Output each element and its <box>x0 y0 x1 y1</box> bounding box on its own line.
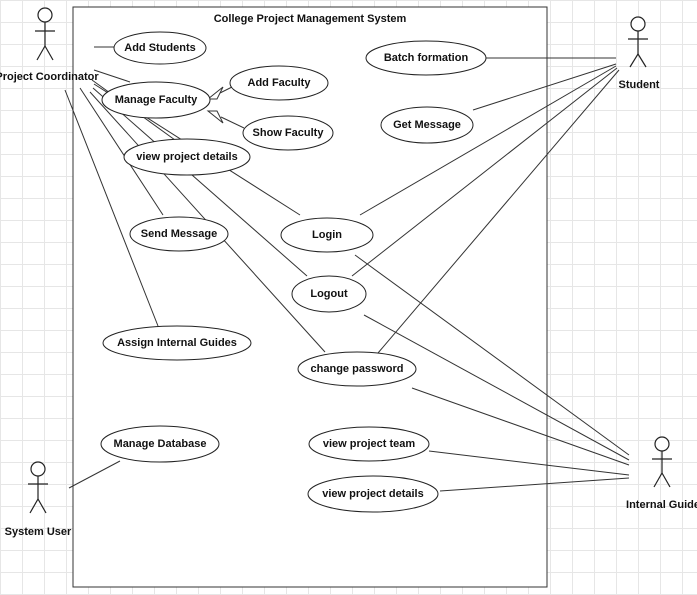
assoc-student-change-password <box>377 69 620 354</box>
use-case-send-message[interactable]: Send Message <box>129 216 229 252</box>
use-case-label: view project team <box>323 438 416 450</box>
use-case-label: Assign Internal Guides <box>117 337 237 349</box>
use-case-label: change password <box>311 363 404 375</box>
use-case-assign-internal-guides[interactable]: Assign Internal Guides <box>102 325 252 361</box>
use-case-manage-database[interactable]: Manage Database <box>100 425 220 463</box>
assoc-student-get-message <box>472 63 617 111</box>
assoc-coordinator-send-message <box>79 87 164 216</box>
assoc-coordinator-assign-guides <box>64 89 159 327</box>
generalizations <box>206 86 245 129</box>
use-case-label: view project details <box>136 151 237 163</box>
use-case-label: Manage Database <box>114 438 207 450</box>
use-case-label: Login <box>312 229 342 241</box>
assoc-guide-login <box>354 254 630 456</box>
association-lines <box>64 46 630 492</box>
actor-label: Internal Guide <box>626 499 697 511</box>
generalization-arrowhead-add <box>206 86 224 100</box>
assoc-coordinator-manage-faculty <box>93 69 131 83</box>
actor-label: Student <box>619 79 660 91</box>
use-case-label: Manage Faculty <box>115 94 198 106</box>
use-case-logout[interactable]: Logout <box>291 275 367 313</box>
system-title: College Project Management System <box>214 13 407 25</box>
actor-label: Project Coordinator <box>0 71 99 83</box>
use-case-view-project-team[interactable]: view project team <box>308 426 430 462</box>
use-case-view-project-details-coordinator[interactable]: view project details <box>123 138 251 176</box>
generalization-arrowhead-show <box>206 110 224 124</box>
actor-system-user[interactable]: System User <box>5 461 72 538</box>
use-case-label: Logout <box>310 288 348 300</box>
assoc-student-login <box>359 65 617 216</box>
stick-figure-icon <box>652 436 672 488</box>
use-case-view-project-details-guide[interactable]: view project details <box>307 475 439 513</box>
assoc-guide-view-team <box>428 450 630 476</box>
assoc-coordinator-logout <box>92 87 308 277</box>
use-case-label: Batch formation <box>384 52 469 64</box>
use-case-get-message[interactable]: Get Message <box>380 106 474 144</box>
assoc-student-logout <box>351 67 618 277</box>
use-case-batch-formation[interactable]: Batch formation <box>365 40 487 76</box>
assoc-systemuser-manage-database <box>68 460 121 489</box>
use-case-change-password[interactable]: change password <box>297 351 417 387</box>
use-case-label: view project details <box>322 488 423 500</box>
actor-student[interactable]: Student <box>619 16 660 91</box>
use-case-label: Get Message <box>393 119 461 131</box>
actor-internal-guide[interactable]: Internal Guide <box>626 436 697 511</box>
actor-label: System User <box>5 526 72 538</box>
stick-figure-icon <box>35 7 55 61</box>
stick-figure-icon <box>628 16 648 68</box>
generalization-show-faculty <box>220 116 245 129</box>
stick-figure-icon <box>28 461 48 514</box>
use-case-add-students[interactable]: Add Students <box>113 31 207 65</box>
use-case-manage-faculty[interactable]: Manage Faculty <box>101 81 211 119</box>
use-case-label: Show Faculty <box>253 127 325 139</box>
use-case-label: Add Students <box>124 42 196 54</box>
actor-project-coordinator[interactable]: Project Coordinator <box>0 7 99 83</box>
assoc-guide-logout <box>363 314 630 461</box>
generalization-add-faculty <box>219 86 233 94</box>
assoc-guide-view-details <box>439 477 630 492</box>
assoc-guide-change-password <box>411 387 630 466</box>
use-case-show-faculty[interactable]: Show Faculty <box>242 115 334 151</box>
use-case-add-faculty[interactable]: Add Faculty <box>229 65 329 101</box>
use-case-label: Send Message <box>141 228 217 240</box>
use-case-login[interactable]: Login <box>280 217 374 253</box>
use-case-label: Add Faculty <box>248 77 312 89</box>
